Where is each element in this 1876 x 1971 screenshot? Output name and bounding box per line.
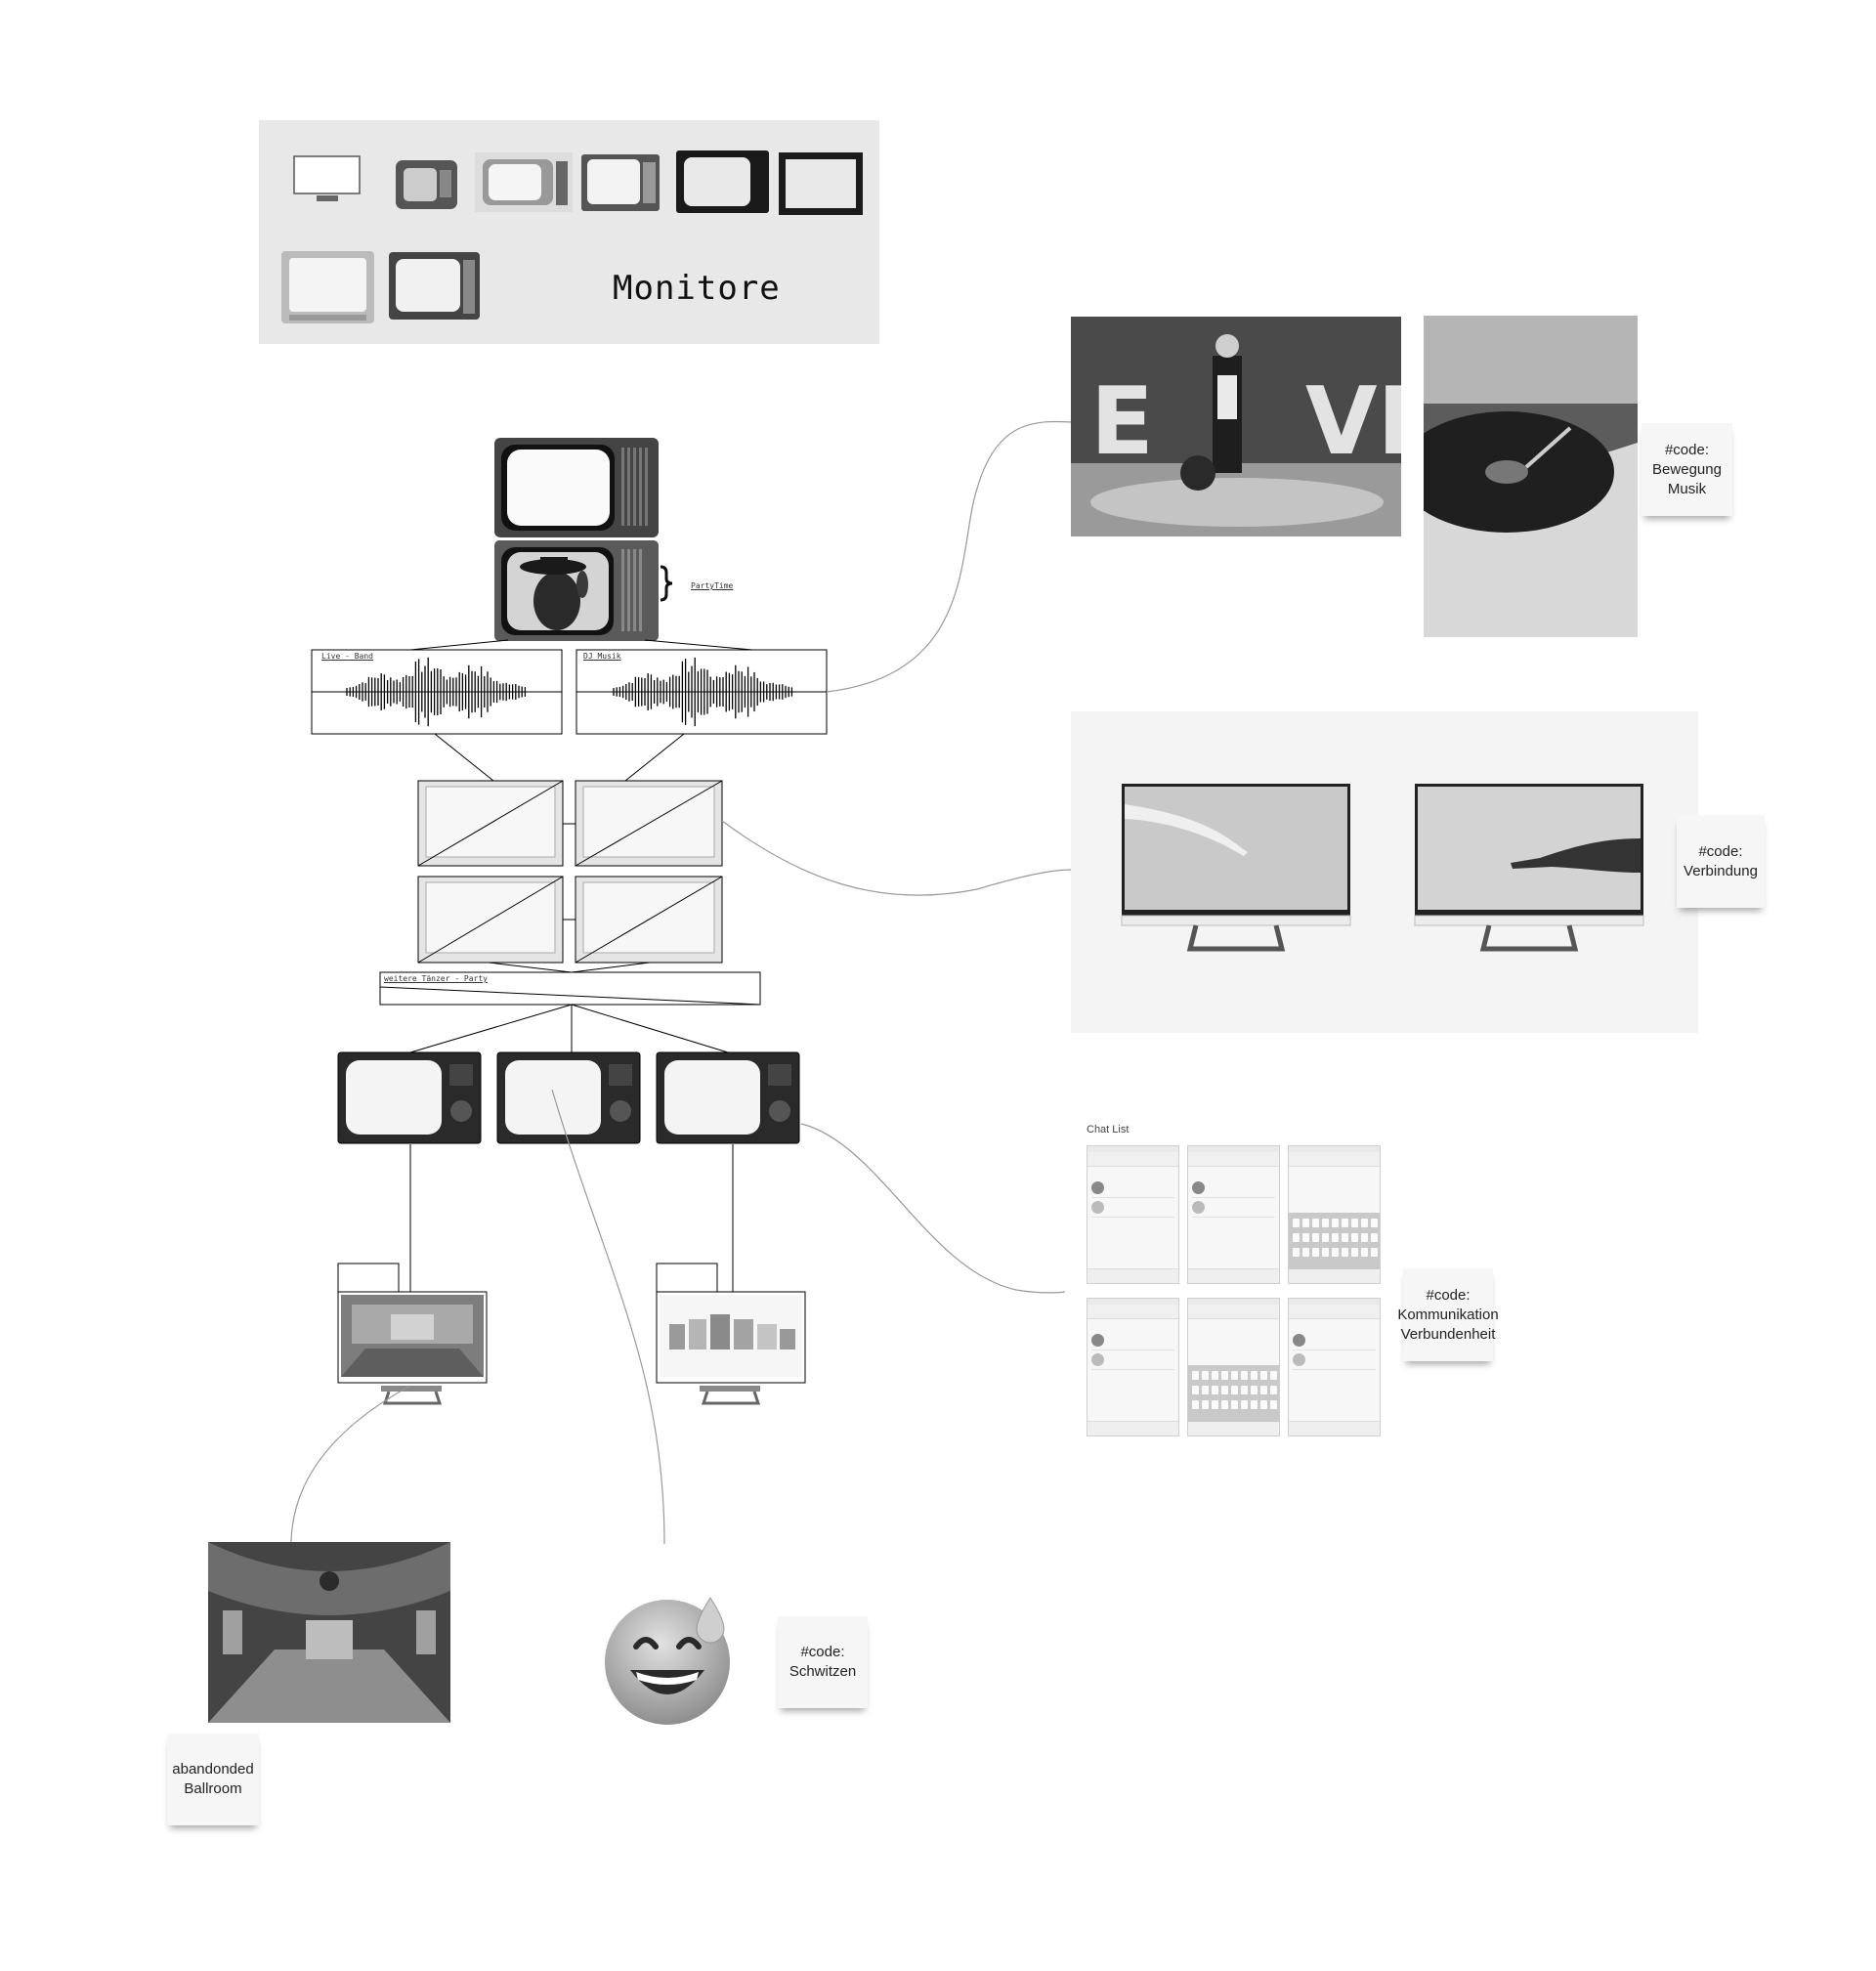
waveform-icon [346, 657, 527, 727]
chat-screen-mockup [1087, 1298, 1179, 1436]
note-schwitzen: #code: Schwitzen [778, 1616, 868, 1708]
thumb-silver-tv [281, 251, 374, 323]
hand-monitor-left [1121, 784, 1351, 952]
chat-screen-mockup [1288, 1298, 1381, 1436]
thumb-portable-tv [475, 152, 573, 212]
grid-monitor [417, 780, 564, 867]
chat-list-title: Chat List [1087, 1124, 1130, 1135]
ballroom-monitor [337, 1263, 488, 1405]
thumb-grey-tv [389, 252, 480, 320]
thumb-black-tv [676, 150, 769, 213]
grid-monitor [575, 876, 723, 964]
connector-curves [290, 420, 1072, 1545]
hand-monitor-right [1414, 784, 1644, 952]
monitor-grid [417, 780, 723, 964]
thumb-small-tv [396, 160, 457, 209]
ballroom-photo [208, 1542, 450, 1723]
monitore-title: Monitore [613, 269, 781, 308]
note-bewegung-musik: #code: Bewegung Musik [1642, 423, 1732, 516]
chat-screen-mockup [1087, 1145, 1179, 1284]
crt-tv-icon [496, 1051, 641, 1144]
note-kommunikation: #code: Kommunikation Verbundenheit [1397, 1268, 1499, 1361]
taenzer-bar [379, 971, 761, 1006]
thumb-retro-tv [581, 154, 660, 211]
thumb-black-frame [779, 152, 863, 215]
top-tv [494, 438, 659, 537]
grid-monitor [575, 780, 723, 867]
partytime-brace [660, 565, 673, 602]
grid-monitor [417, 876, 564, 964]
waveform-icon [613, 657, 793, 727]
turntable-photo [1424, 316, 1638, 637]
grinning-sweat-emoji-icon [605, 1597, 730, 1725]
svg-text:VE: VE [1305, 368, 1401, 476]
thumb-flat-monitor [293, 155, 361, 201]
products-monitor [656, 1263, 806, 1405]
live-band-label: Live - Band [321, 652, 373, 661]
svg-text:E: E [1090, 368, 1154, 476]
crt-tv-icon [337, 1051, 482, 1144]
note-verbindung: #code: Verbindung [1677, 815, 1765, 908]
hands-monitors [1121, 784, 1644, 952]
crt-tv-icon [656, 1051, 800, 1144]
partytime-tv [494, 540, 659, 641]
dj-musik-label: DJ Musik [583, 652, 621, 661]
partytime-label: PartyTime [691, 581, 734, 590]
note-ballroom: abandonded Ballroom [167, 1734, 259, 1825]
chat-screen-mockup [1187, 1145, 1280, 1284]
taenzer-label: weitere Tänzer - Party [384, 974, 488, 983]
chat-screen-mockup [1187, 1298, 1280, 1436]
band-photo: E VE [1071, 317, 1401, 536]
chat-screen-mockup [1288, 1145, 1381, 1284]
